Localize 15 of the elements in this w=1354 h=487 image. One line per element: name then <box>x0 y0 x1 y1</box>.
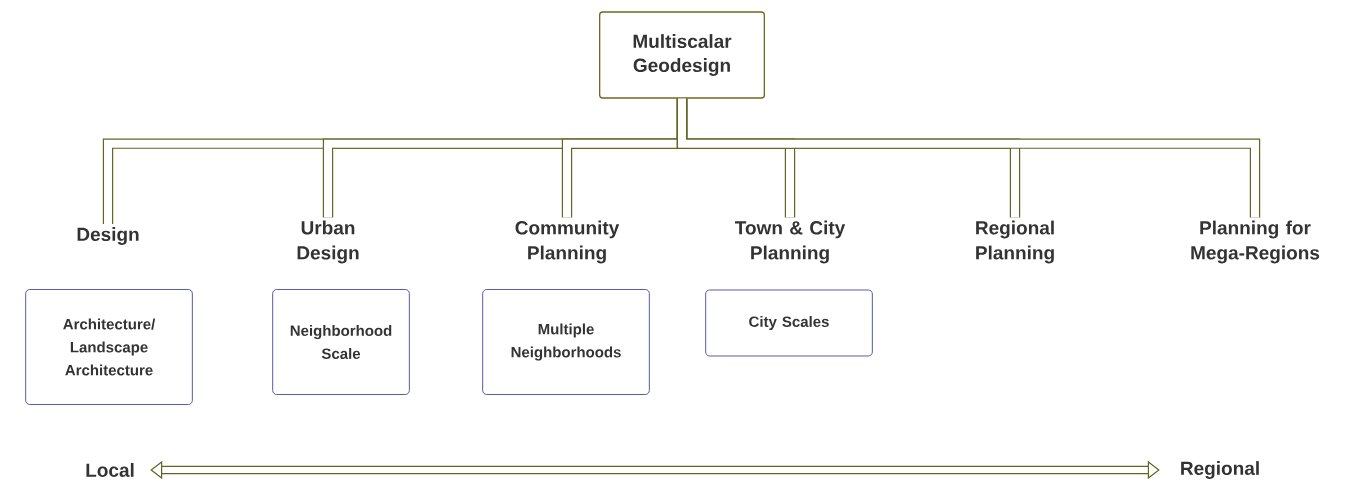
double-arrow <box>150 460 1160 480</box>
category-heading: Planning for Mega-Regions <box>1191 220 1320 264</box>
scale-box: Architecture/ Landscape Architecture <box>25 289 193 405</box>
scale-label: Local <box>86 463 134 477</box>
scale-label: Regional <box>1181 461 1259 479</box>
category-heading: Design <box>77 227 139 245</box>
category-heading: Regional Planning <box>976 220 1054 264</box>
category-heading: Community Planning <box>515 220 620 264</box>
connector <box>676 98 1261 218</box>
scale-box: Multiple Neighborhoods <box>482 289 650 395</box>
category-heading: Urban Design <box>297 220 359 264</box>
root-box: Multiscalar Geodesign <box>599 11 765 99</box>
scale-box: Neighborhood Scale <box>272 289 410 395</box>
category-heading: Town & City Planning <box>735 220 846 264</box>
scale-box: City Scales <box>705 289 873 357</box>
